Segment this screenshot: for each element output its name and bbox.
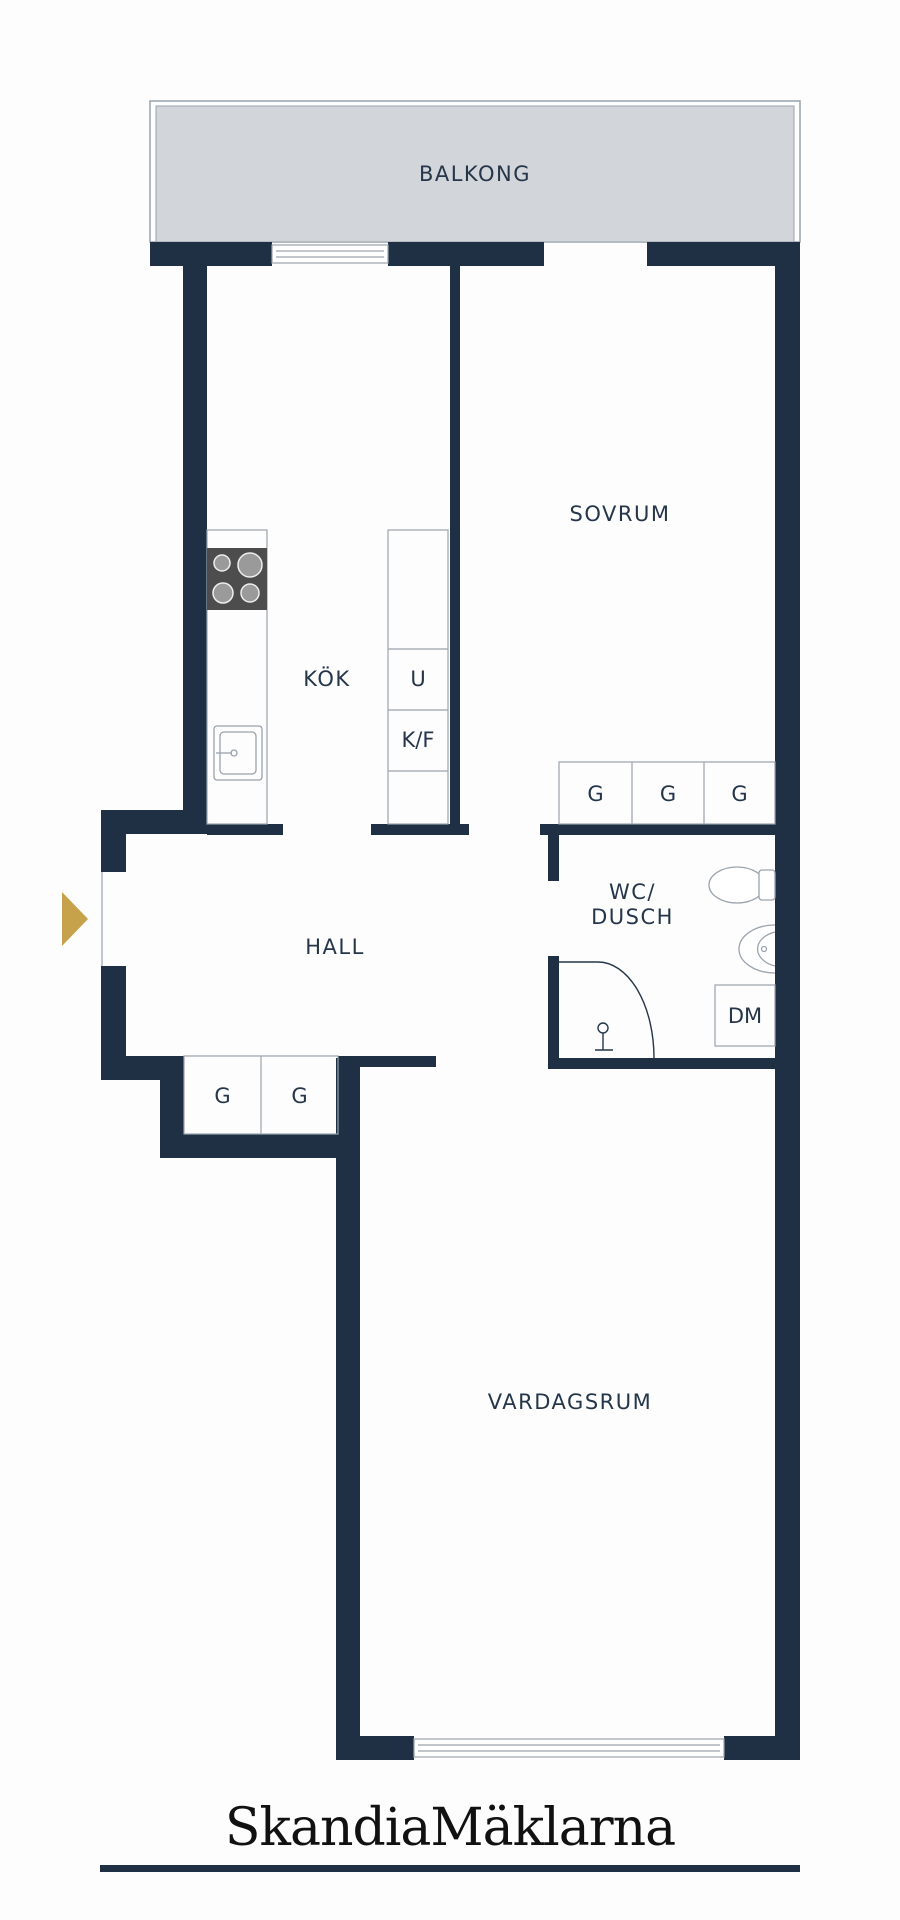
- room-label-balkong: BALKONG: [418, 162, 532, 186]
- room-label-kok: KÖK: [303, 667, 351, 691]
- balcony: [149, 100, 801, 243]
- hall-wardrobes: [183, 1055, 339, 1135]
- sink-icon: [213, 725, 263, 781]
- walls: [101, 242, 800, 1760]
- brand-logo: SkandiaMäklarna: [224, 1798, 676, 1858]
- wardrobe-label: G: [587, 782, 604, 806]
- room-label-hall: HALL: [305, 935, 365, 959]
- window-kitchen: [271, 244, 389, 264]
- dishwasher-box: [714, 984, 776, 1047]
- wardrobe-label: G: [659, 782, 677, 806]
- shower-icon: [559, 961, 655, 1059]
- wardrobe-label: G: [731, 782, 748, 806]
- washbasin-icon: [738, 924, 776, 974]
- bedroom-wardrobes: [558, 761, 776, 825]
- toilet-icon: [708, 866, 776, 904]
- stove-icon: [207, 548, 267, 610]
- brand-underline: [100, 1865, 800, 1872]
- window-living: [413, 1738, 725, 1758]
- room-label-wc-dusch: WC/ DUSCH: [591, 880, 674, 930]
- room-label-sovrum: SOVRUM: [569, 502, 671, 526]
- wardrobe-label: G: [291, 1084, 308, 1108]
- fixture-label-fridge-freezer: K/F: [401, 728, 435, 752]
- kitchen-counter-left: [206, 529, 268, 825]
- wardrobe-label: G: [214, 1084, 231, 1108]
- kitchen-counter-right: [387, 529, 449, 825]
- room-label-vardagsrum: VARDAGSRUM: [487, 1390, 653, 1414]
- entrance-arrow-icon: [62, 892, 88, 946]
- fixture-label-dishwasher: DM: [727, 1004, 763, 1028]
- fixture-label-freezer: U: [410, 667, 426, 691]
